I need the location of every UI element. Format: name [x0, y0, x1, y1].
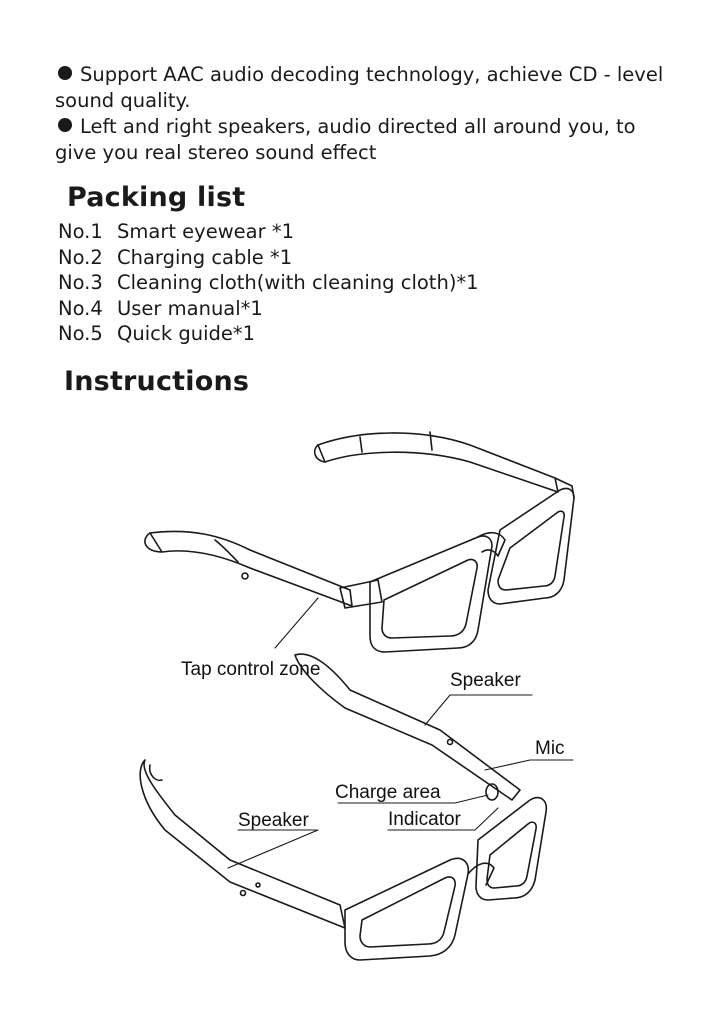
leader-tap-control	[274, 597, 319, 649]
label-speaker-left: Speaker	[238, 810, 309, 831]
packing-list: No.1 Smart eyewear *1 No.2 Charging cable …	[58, 219, 479, 347]
packing-list-title: Packing list	[67, 182, 246, 213]
list-item: No.2 Charging cable *1	[58, 245, 479, 271]
label-mic: Mic	[535, 738, 565, 759]
item-text: Cleaning cloth(with cleaning cloth)*1	[117, 271, 479, 294]
feature-text: Left and right speakers, audio directed …	[55, 115, 636, 164]
label-indicator: Indicator	[388, 809, 462, 830]
item-number: No.2	[58, 245, 103, 269]
glasses-bottom-illustration	[139, 653, 548, 961]
item-text: Quick guide*1	[117, 322, 256, 345]
label-tap-control-zone: Tap control zone	[181, 659, 320, 680]
leader-indicator	[387, 807, 499, 831]
leader-charge-area	[337, 794, 489, 804]
item-text: Smart eyewear *1	[117, 220, 294, 243]
item-number: No.4	[58, 296, 103, 320]
leader-speaker-right	[424, 694, 533, 726]
feature-list: Support AAC audio decoding technology, a…	[55, 62, 675, 166]
list-item: No.3 Cleaning cloth(with cleaning cloth)*…	[58, 270, 479, 296]
item-number: No.5	[58, 322, 103, 345]
list-item: No.4 User manual*1	[58, 296, 479, 322]
leader-speaker-left	[227, 829, 319, 869]
bullet-icon	[58, 118, 72, 132]
glasses-diagram: Tap control zone Speaker Mic Charge area…	[139, 431, 575, 961]
feature-item: Support AAC audio decoding technology, a…	[55, 62, 675, 114]
item-text: User manual*1	[117, 296, 263, 320]
item-number: No.3	[58, 271, 103, 294]
item-text: Charging cable *1	[117, 245, 293, 269]
feature-text: Support AAC audio decoding technology, a…	[55, 63, 664, 112]
callout-lines	[227, 597, 574, 869]
feature-item: Left and right speakers, audio directed …	[55, 114, 675, 166]
label-speaker-right: Speaker	[450, 670, 521, 691]
instructions-title: Instructions	[64, 366, 250, 397]
list-item: No.1 Smart eyewear *1	[58, 219, 479, 245]
label-charge-area: Charge area	[335, 782, 441, 803]
list-item: No.5 Quick guide*1	[58, 321, 479, 347]
item-number: No.1	[58, 220, 103, 243]
glasses-top-illustration	[144, 431, 575, 653]
leader-mic	[484, 759, 574, 771]
bullet-icon	[58, 66, 72, 80]
